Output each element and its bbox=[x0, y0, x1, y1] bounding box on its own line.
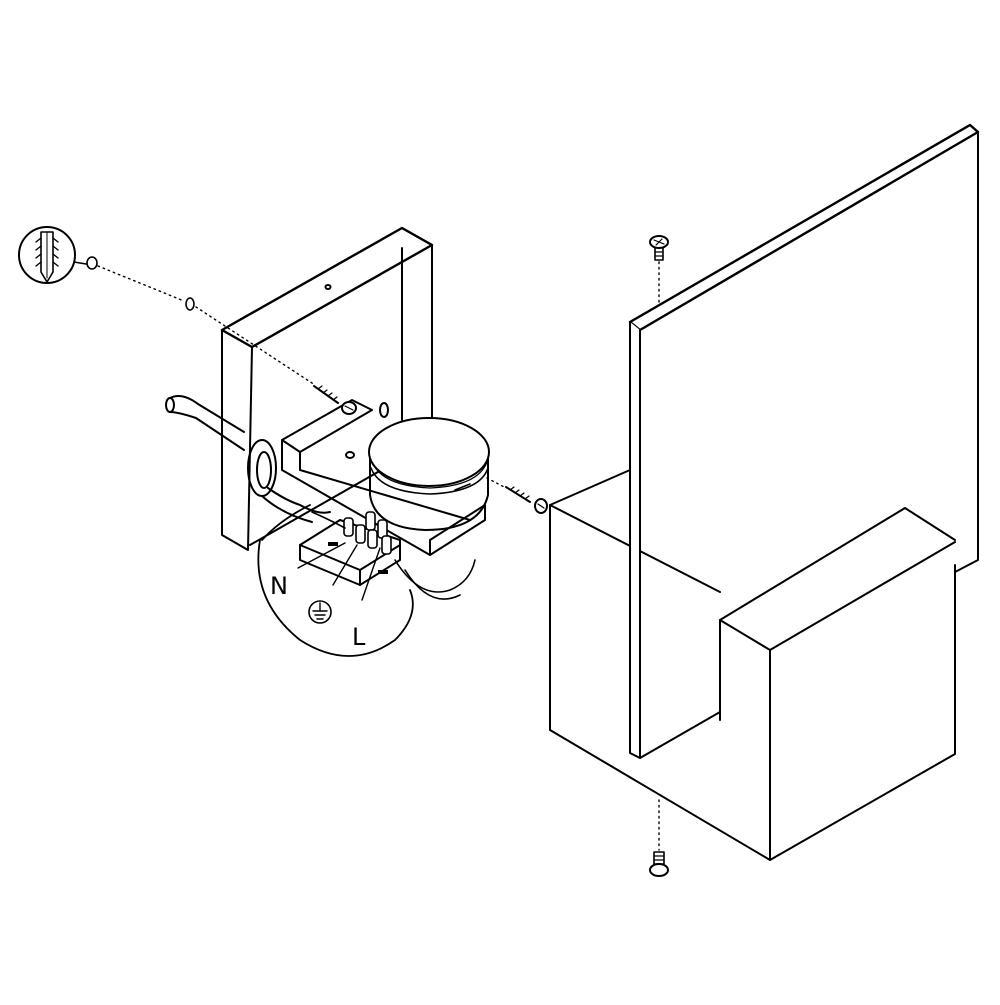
mains-cable bbox=[165, 395, 245, 451]
wall-hole-ring bbox=[185, 297, 195, 311]
mounting-plate bbox=[220, 226, 434, 551]
terminal-block-detail bbox=[257, 504, 476, 657]
lamp-panel bbox=[628, 123, 980, 759]
phillips-screw-icon bbox=[505, 486, 548, 514]
driver-cylinder bbox=[368, 417, 490, 531]
lamp-body bbox=[549, 469, 956, 861]
neutral-label: N bbox=[270, 572, 288, 600]
cable-grommet bbox=[247, 439, 331, 523]
alignment-lines bbox=[97, 261, 660, 851]
phillips-screw-icon bbox=[649, 851, 669, 877]
mounting-bracket bbox=[281, 399, 486, 556]
live-label: L bbox=[352, 623, 366, 651]
earth-ground-icon bbox=[308, 600, 332, 624]
phillips-screw-icon bbox=[649, 235, 669, 261]
wall-hole-ring bbox=[86, 256, 98, 270]
wall-plug-detail-icon bbox=[18, 226, 87, 284]
phillips-screw-icon bbox=[313, 385, 357, 415]
